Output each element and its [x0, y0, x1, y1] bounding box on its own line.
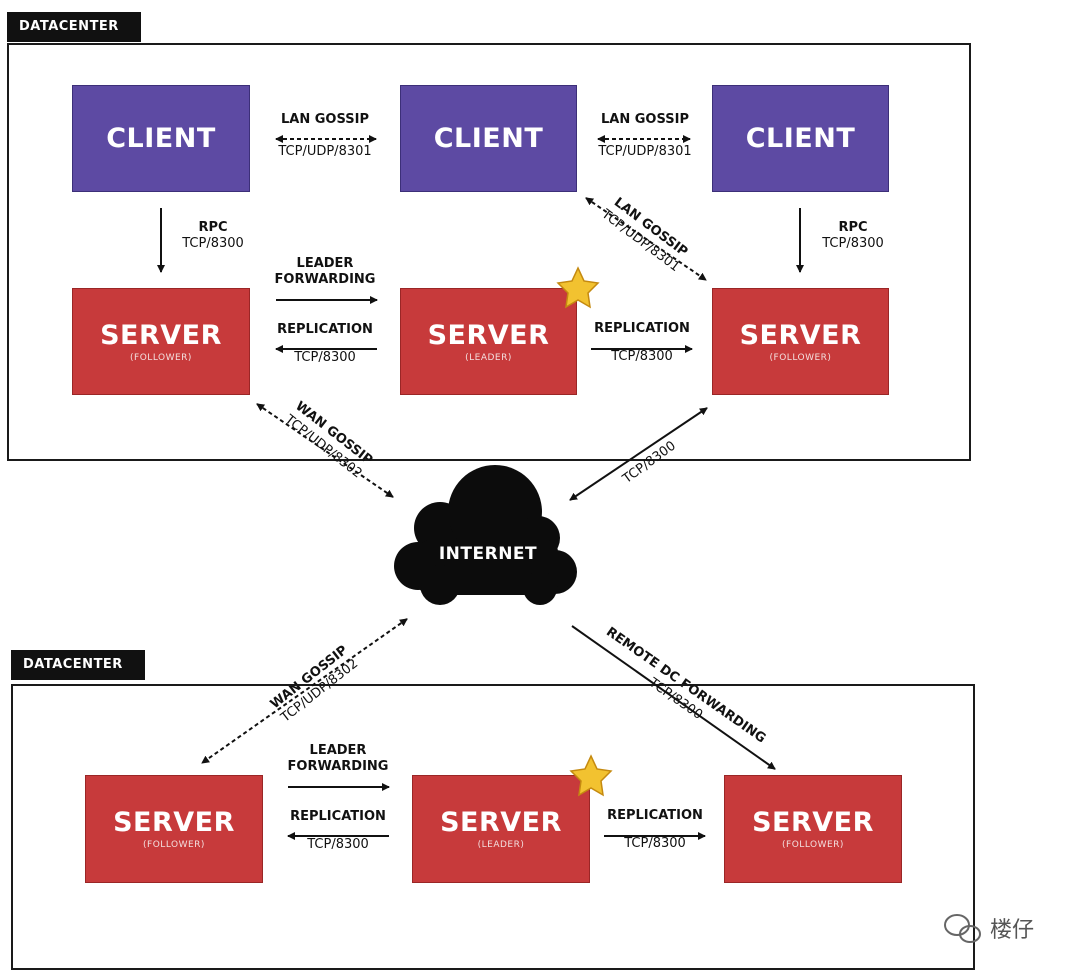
- dc1-server-leader[interactable]: SERVER (LEADER): [400, 288, 577, 395]
- datacenter-2-box: [11, 684, 975, 970]
- rpc-2-port: TCP/8300: [822, 236, 884, 252]
- dc1-server-follower-left[interactable]: SERVER (FOLLOWER): [72, 288, 250, 395]
- repl-right-1-title: REPLICATION: [594, 321, 690, 336]
- dc1-server-2-role: (LEADER): [465, 352, 512, 363]
- replication-right-label-dc2: REPLICATION TCP/8300: [595, 808, 715, 853]
- datacenter-1-label: DATACENTER 1: [7, 12, 141, 64]
- leader-fwd-1-line2: FORWARDING: [274, 272, 376, 288]
- repl-right-2-title: REPLICATION: [607, 808, 703, 823]
- replication-left-label-dc2: REPLICATION TCP/8300: [278, 809, 398, 854]
- dc2-server-2-role: (LEADER): [477, 840, 525, 850]
- dc2-server-3-title: SERVER: [752, 807, 874, 838]
- rpc-1-port: TCP/8300: [182, 236, 244, 252]
- leader-forwarding-label-dc1: LEADER FORWARDING: [265, 256, 385, 289]
- leader-star-icon-dc1: [556, 266, 600, 309]
- remote-dc-forwarding-arrow: [571, 625, 776, 770]
- dc2-server-follower-right[interactable]: SERVER (FOLLOWER): [724, 775, 902, 883]
- rpc-1-title: RPC: [198, 220, 228, 235]
- client-1-title: CLIENT: [106, 122, 216, 154]
- internet-label: INTERNET: [438, 544, 538, 564]
- leader-star-icon-dc2: [569, 754, 613, 797]
- client-node-2[interactable]: CLIENT: [400, 85, 577, 192]
- wan-gossip-arrow-dc2: [201, 618, 408, 764]
- dc1-server-1-role: (FOLLOWER): [130, 352, 192, 363]
- rpc-label-1: RPC TCP/8300: [168, 220, 258, 253]
- lan-gossip-diagonal-arrow: [585, 197, 707, 281]
- repl-left-2-title: REPLICATION: [290, 809, 386, 824]
- lan-gossip-1-title: LAN GOSSIP: [281, 112, 369, 127]
- client-2-title: CLIENT: [433, 122, 544, 154]
- datacenter-2-label: DATACENTER 2: [11, 650, 145, 702]
- dc1-server-follower-right[interactable]: SERVER (FOLLOWER): [712, 288, 889, 395]
- repl-right-1-port: TCP/8300: [611, 349, 673, 365]
- dc1-server-2-title: SERVER: [427, 319, 550, 351]
- dc1-server-1-title: SERVER: [100, 319, 222, 351]
- lan-gossip-2-port: TCP/UDP/8301: [598, 144, 692, 160]
- lan-gossip-1-port: TCP/UDP/8301: [278, 144, 372, 160]
- watermark-text: 楼仔: [990, 918, 1035, 943]
- dc2-server-2-title: SERVER: [440, 807, 562, 838]
- dc2-server-follower-left[interactable]: SERVER (FOLLOWER): [85, 775, 263, 883]
- datacenter-1-box: [7, 43, 971, 461]
- wechat-watermark-icon: [944, 914, 981, 943]
- repl-left-1-title: REPLICATION: [277, 322, 373, 337]
- rpc-label-2: RPC TCP/8300: [808, 220, 898, 253]
- dc1-server-3-title: SERVER: [739, 319, 862, 351]
- repl-left-1-port: TCP/8300: [294, 350, 356, 366]
- internet-cloud-icon: [394, 465, 577, 605]
- lan-gossip-label-2: LAN GOSSIP TCP/UDP/8301: [585, 112, 705, 161]
- dc2-server-leader[interactable]: SERVER (LEADER): [412, 775, 590, 883]
- leader-fwd-1-line1: LEADER: [296, 256, 354, 271]
- dc2-server-3-role: (FOLLOWER): [782, 840, 844, 850]
- dc2-server-1-title: SERVER: [113, 807, 235, 838]
- repl-left-2-port: TCP/8300: [307, 837, 369, 853]
- rpc-2-title: RPC: [838, 220, 868, 235]
- replication-left-label-dc1: REPLICATION TCP/8300: [265, 322, 385, 367]
- tcp-8300-arrow-internet: [569, 407, 708, 501]
- dc1-server-3-role: (FOLLOWER): [769, 352, 832, 363]
- client-3-title: CLIENT: [745, 122, 856, 154]
- lan-gossip-2-title: LAN GOSSIP: [601, 112, 689, 127]
- wan-gossip-arrow-dc1: [256, 403, 394, 498]
- client-node-3[interactable]: CLIENT: [712, 85, 889, 192]
- repl-right-2-port: TCP/8300: [624, 836, 686, 852]
- dc2-server-1-role: (FOLLOWER): [143, 840, 205, 850]
- client-node-1[interactable]: CLIENT: [72, 85, 250, 192]
- lan-gossip-label-1: LAN GOSSIP TCP/UDP/8301: [265, 112, 385, 161]
- replication-right-label-dc1: REPLICATION TCP/8300: [582, 321, 702, 366]
